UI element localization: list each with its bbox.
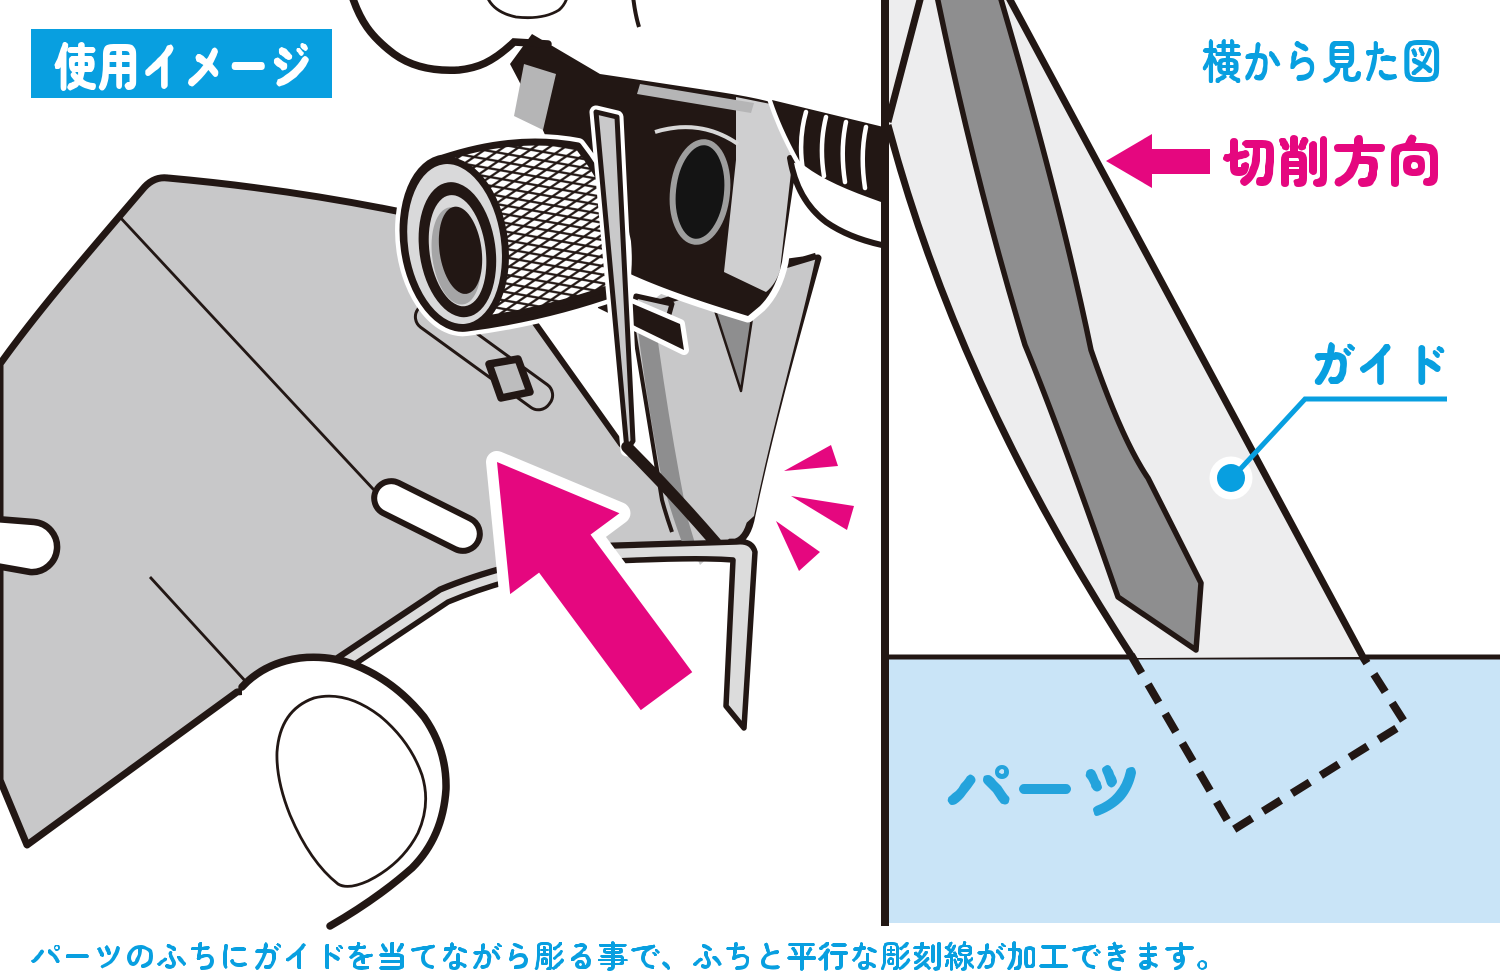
thumb-fill <box>242 657 447 977</box>
finger-nail <box>487 0 568 20</box>
thumb-nail <box>275 694 428 888</box>
guide-leader <box>1209 396 1447 500</box>
handle-rib-4 <box>860 124 869 191</box>
cut-direction-glyphs <box>1223 134 1438 187</box>
guide-leader-dot-halo <box>1209 456 1253 500</box>
hand-contour <box>349 0 552 74</box>
clamp-screw-hole <box>669 139 731 245</box>
clamp-face-left <box>514 64 556 130</box>
guide-label-glyphs <box>1314 342 1445 385</box>
impact-tick-1 <box>784 445 838 471</box>
clamp-chamfer-top <box>637 84 754 113</box>
usage-label-glyphs <box>54 42 309 91</box>
engraved-groove <box>621 441 722 549</box>
guide-leader-line <box>1231 396 1447 479</box>
part-rect-hole <box>485 355 534 402</box>
part-label-glyphs <box>947 765 1136 816</box>
caption-glyphs <box>31 941 1207 971</box>
side-view-panel <box>881 0 1500 926</box>
impact-tick-3 <box>776 521 820 571</box>
part-crease-upper <box>116 214 376 491</box>
part-slot-left <box>0 516 61 576</box>
side-view-heading-glyphs <box>1202 39 1440 83</box>
strip-edge-top-left <box>884 0 924 123</box>
hidden-guide-dashes <box>1127 652 1411 836</box>
carve-motion-arrow <box>486 451 704 722</box>
thumb <box>238 653 450 977</box>
part-area <box>885 657 1500 923</box>
impact-ticks <box>776 445 854 571</box>
handle-rib-3 <box>840 119 849 185</box>
strip-edge-right <box>1006 0 1367 659</box>
handle-rib-1 <box>798 109 809 173</box>
clamp-highlight <box>654 125 740 146</box>
blade <box>593 109 636 453</box>
cut-direction-arrow <box>1106 134 1210 188</box>
knob-hole <box>438 206 483 294</box>
guide-strip <box>884 0 1367 660</box>
knurled-knob <box>395 134 632 337</box>
handle-rib-2 <box>819 114 829 179</box>
part-crease-lower <box>148 576 250 685</box>
finger-crease <box>631 0 641 28</box>
impact-tick-2 <box>791 496 854 530</box>
carve-motion-arrow-shape <box>486 451 704 722</box>
strip-edge-left <box>884 124 1136 660</box>
usage-panel <box>0 0 881 977</box>
hand <box>349 0 641 74</box>
scriber-tool <box>395 27 881 565</box>
usage-label <box>31 29 332 98</box>
jaw-shade-band <box>636 312 697 550</box>
clamp-face-right <box>724 97 797 292</box>
guide-leader-dot <box>1217 464 1245 492</box>
blade-side-view <box>935 0 1204 653</box>
part-slot-middle <box>371 478 483 554</box>
tool-handle <box>767 95 881 248</box>
thumb-outline <box>238 653 450 930</box>
